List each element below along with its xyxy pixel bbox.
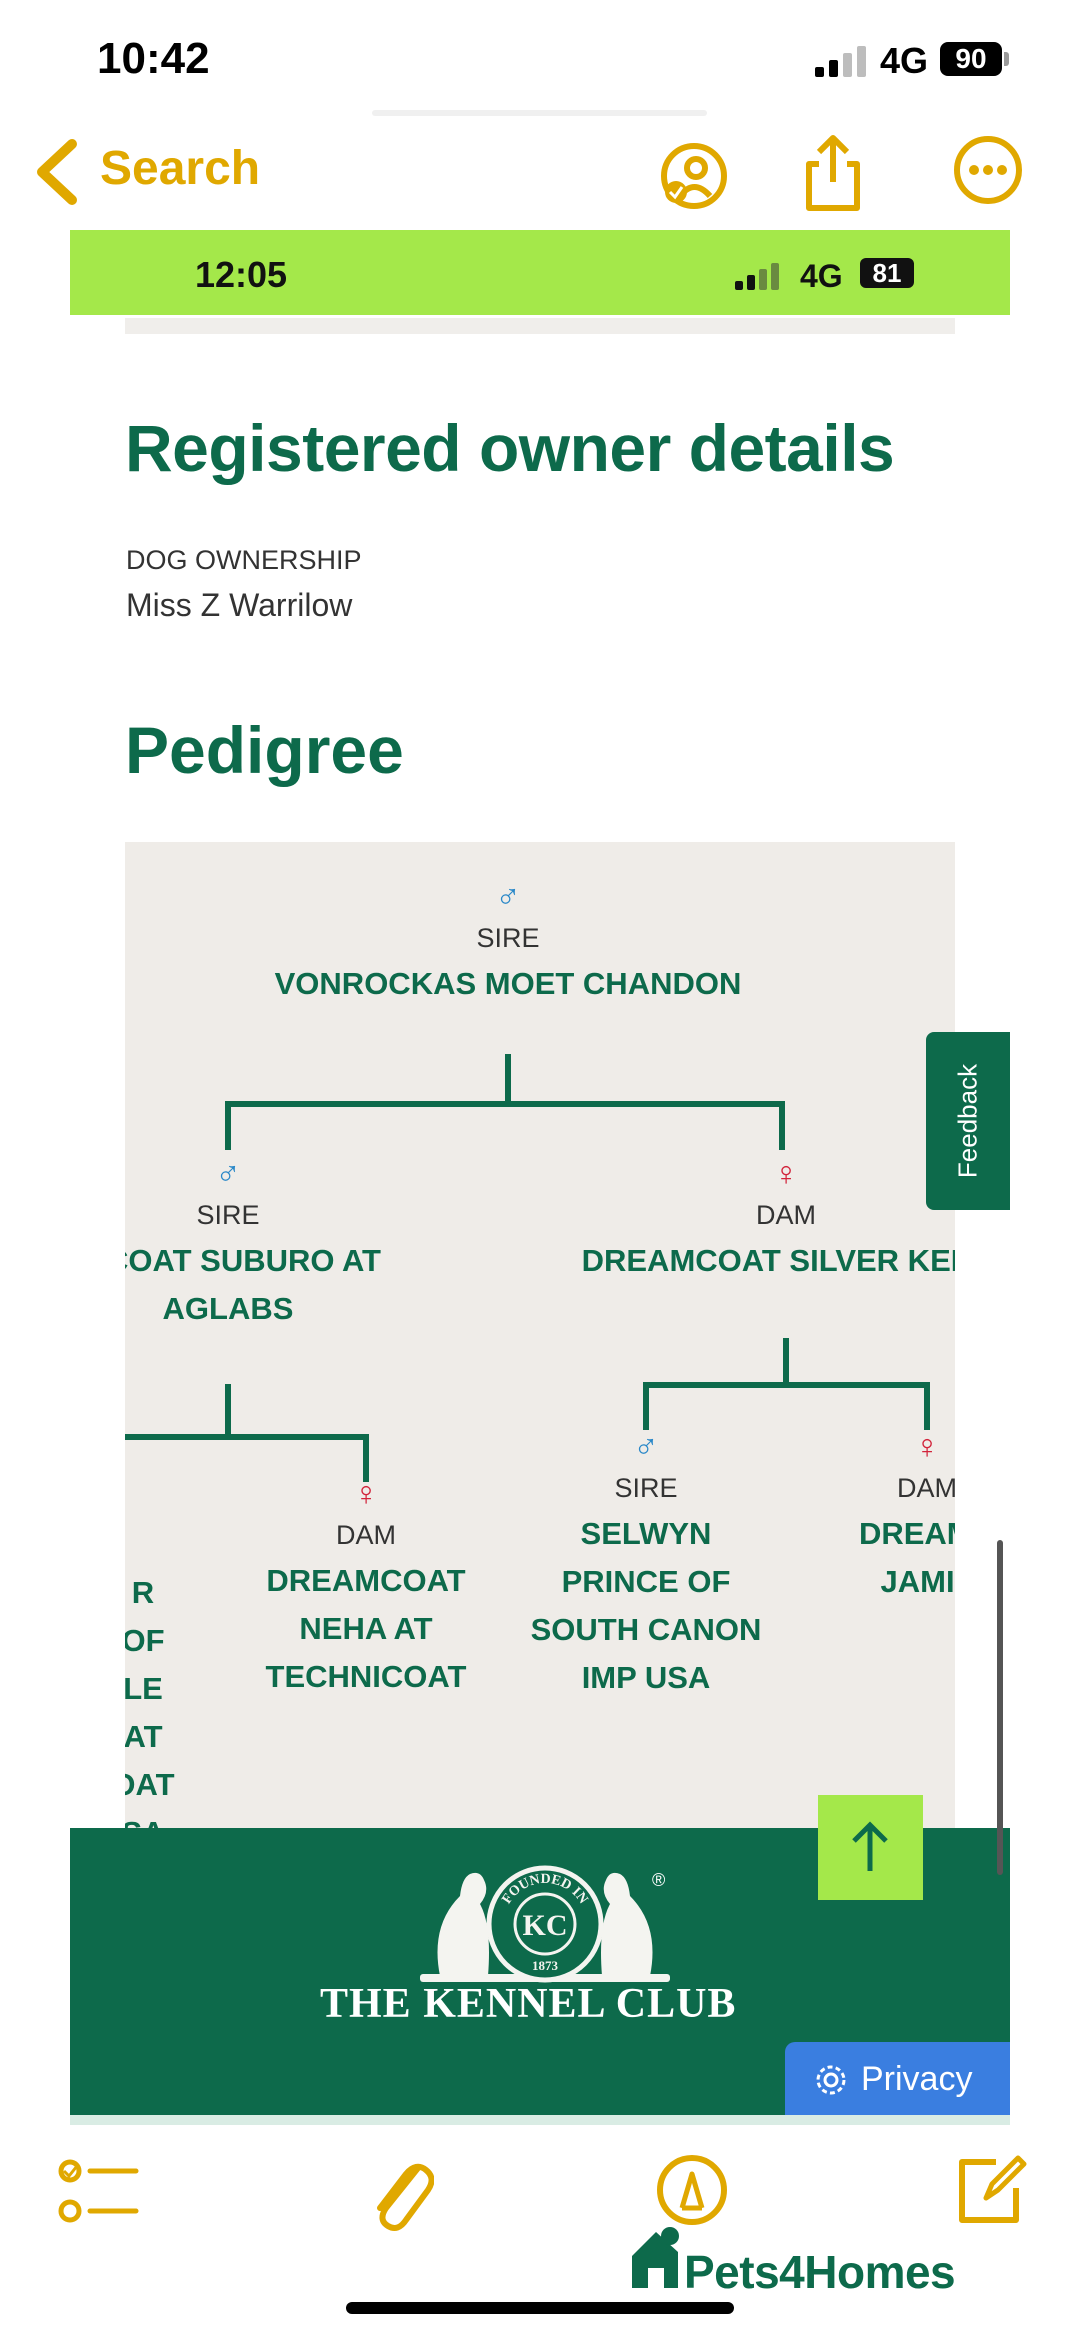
back-button[interactable]: Search xyxy=(100,142,261,195)
pedigree-node-root[interactable]: ♂ SIRE VONROCKAS MOET CHANDON xyxy=(228,877,788,1008)
pedigree-node-dam-dam[interactable]: ♀ DAM DREAMC JAMIL xyxy=(827,1427,955,1606)
privacy-button[interactable]: Privacy xyxy=(785,2042,1010,2115)
inner-status-time: 12:05 xyxy=(195,254,288,295)
male-icon: ♂ xyxy=(495,878,521,916)
signal-icon xyxy=(815,45,867,77)
registered-mark: ® xyxy=(652,1870,666,1890)
screenshot-bottom-edge xyxy=(70,2115,1010,2125)
battery-tip xyxy=(1004,52,1009,66)
status-bar xyxy=(0,0,1080,125)
inner-network-type: 4G xyxy=(800,258,843,294)
role-label: SIRE xyxy=(196,1200,260,1230)
dog-name: DREAMC JAMIL xyxy=(858,1516,955,1599)
connector-root xyxy=(225,1054,785,1150)
embedded-screenshot: 12:05 4G 81 Registered owner details DOG… xyxy=(70,230,1010,2125)
pedigree-node-sire[interactable]: ♂ SIRE NICOAT SUBURO AT AGLABS xyxy=(125,1154,438,1333)
male-icon: ♂ xyxy=(633,1428,659,1466)
pedigree-node-dam[interactable]: ♀ DAM DREAMCOAT SILVER KEEL xyxy=(556,1154,955,1285)
dog-name: DREAMCOAT NEHA AT TECHNICOAT xyxy=(265,1563,467,1694)
battery-indicator: 90 xyxy=(940,42,1002,76)
role-label: SIRE xyxy=(476,923,540,953)
gear-icon xyxy=(816,2065,846,2095)
compose-icon[interactable] xyxy=(952,2150,1028,2230)
feedback-tab[interactable]: Feedback xyxy=(926,1032,1010,1210)
paperclip-icon[interactable] xyxy=(362,2150,435,2234)
share-icon[interactable] xyxy=(797,130,869,214)
owner-name: Miss Z Warrilow xyxy=(126,587,353,623)
feedback-label: Feedback xyxy=(952,1063,983,1179)
bottom-toolbar xyxy=(0,2125,1080,2336)
pedigree-tree: ♂ SIRE VONROCKAS MOET CHANDON ♂ SIRE NIC… xyxy=(125,842,955,1832)
status-time: 10:42 xyxy=(97,34,210,83)
markup-pen-icon[interactable] xyxy=(654,2152,730,2228)
arrow-up-icon xyxy=(852,1821,888,1871)
dog-name: NICOAT SUBURO AT AGLABS xyxy=(125,1243,381,1326)
inner-battery-indicator: 81 xyxy=(860,258,914,288)
role-label: DAM xyxy=(897,1473,955,1503)
scroll-to-top-button[interactable] xyxy=(818,1795,923,1900)
checklist-icon[interactable] xyxy=(58,2157,140,2227)
dog-name: R OF LE AT OAT SA xyxy=(125,1575,175,1832)
female-icon: ♀ xyxy=(914,1428,940,1466)
ownership-label: DOG OWNERSHIP xyxy=(126,545,362,575)
connector-dam xyxy=(643,1338,930,1430)
network-type: 4G xyxy=(880,40,929,81)
pets4homes-watermark: Pets4Homes xyxy=(684,2246,956,2298)
logo-initials: KC xyxy=(523,1909,568,1942)
sheet-grabber xyxy=(372,110,707,116)
section-divider xyxy=(125,318,955,334)
owner-heading: Registered owner details xyxy=(125,411,895,485)
connector-sire xyxy=(125,1384,369,1482)
female-icon: ♀ xyxy=(773,1155,799,1193)
male-icon: ♂ xyxy=(215,1155,241,1193)
role-label: SIRE xyxy=(614,1473,678,1503)
kennel-club-logo: FOUNDED IN KC 1873 xyxy=(400,1856,690,1986)
privacy-label: Privacy xyxy=(861,2060,973,2098)
female-icon: ♀ xyxy=(353,1475,379,1513)
back-chevron-icon[interactable] xyxy=(28,138,88,206)
inner-status-bar xyxy=(70,230,1010,315)
inner-signal-icon xyxy=(735,262,779,290)
dog-name: SELWYN PRINCE OF SOUTH CANON IMP USA xyxy=(530,1516,762,1695)
logo-year: 1873 xyxy=(532,1958,559,1973)
home-indicator xyxy=(346,2302,734,2314)
pedigree-heading: Pedigree xyxy=(125,713,404,787)
pedigree-node-dam-sire[interactable]: ♂ SIRE SELWYN PRINCE OF SOUTH CANON IMP … xyxy=(526,1427,766,1702)
pedigree-node-sire-dam[interactable]: ♀ DAM DREAMCOAT NEHA AT TECHNICOAT xyxy=(246,1474,486,1701)
pedigree-connectors xyxy=(125,1054,930,1482)
dog-name: DREAMCOAT SILVER KEEL xyxy=(581,1243,955,1278)
pets4homes-logo-icon xyxy=(626,2222,684,2290)
person-badge-icon[interactable] xyxy=(658,140,730,212)
role-label: DAM xyxy=(756,1200,816,1230)
kennel-club-name: THE KENNEL CLUB xyxy=(320,1981,737,2027)
role-label: DAM xyxy=(336,1520,396,1550)
more-icon[interactable] xyxy=(952,134,1024,206)
dog-name: VONROCKAS MOET CHANDON xyxy=(274,966,742,1001)
scrollbar[interactable] xyxy=(997,1540,1003,1875)
pedigree-node-sire-sire[interactable]: R OF LE AT OAT SA xyxy=(125,1569,180,1832)
navigation-bar xyxy=(0,126,1080,230)
